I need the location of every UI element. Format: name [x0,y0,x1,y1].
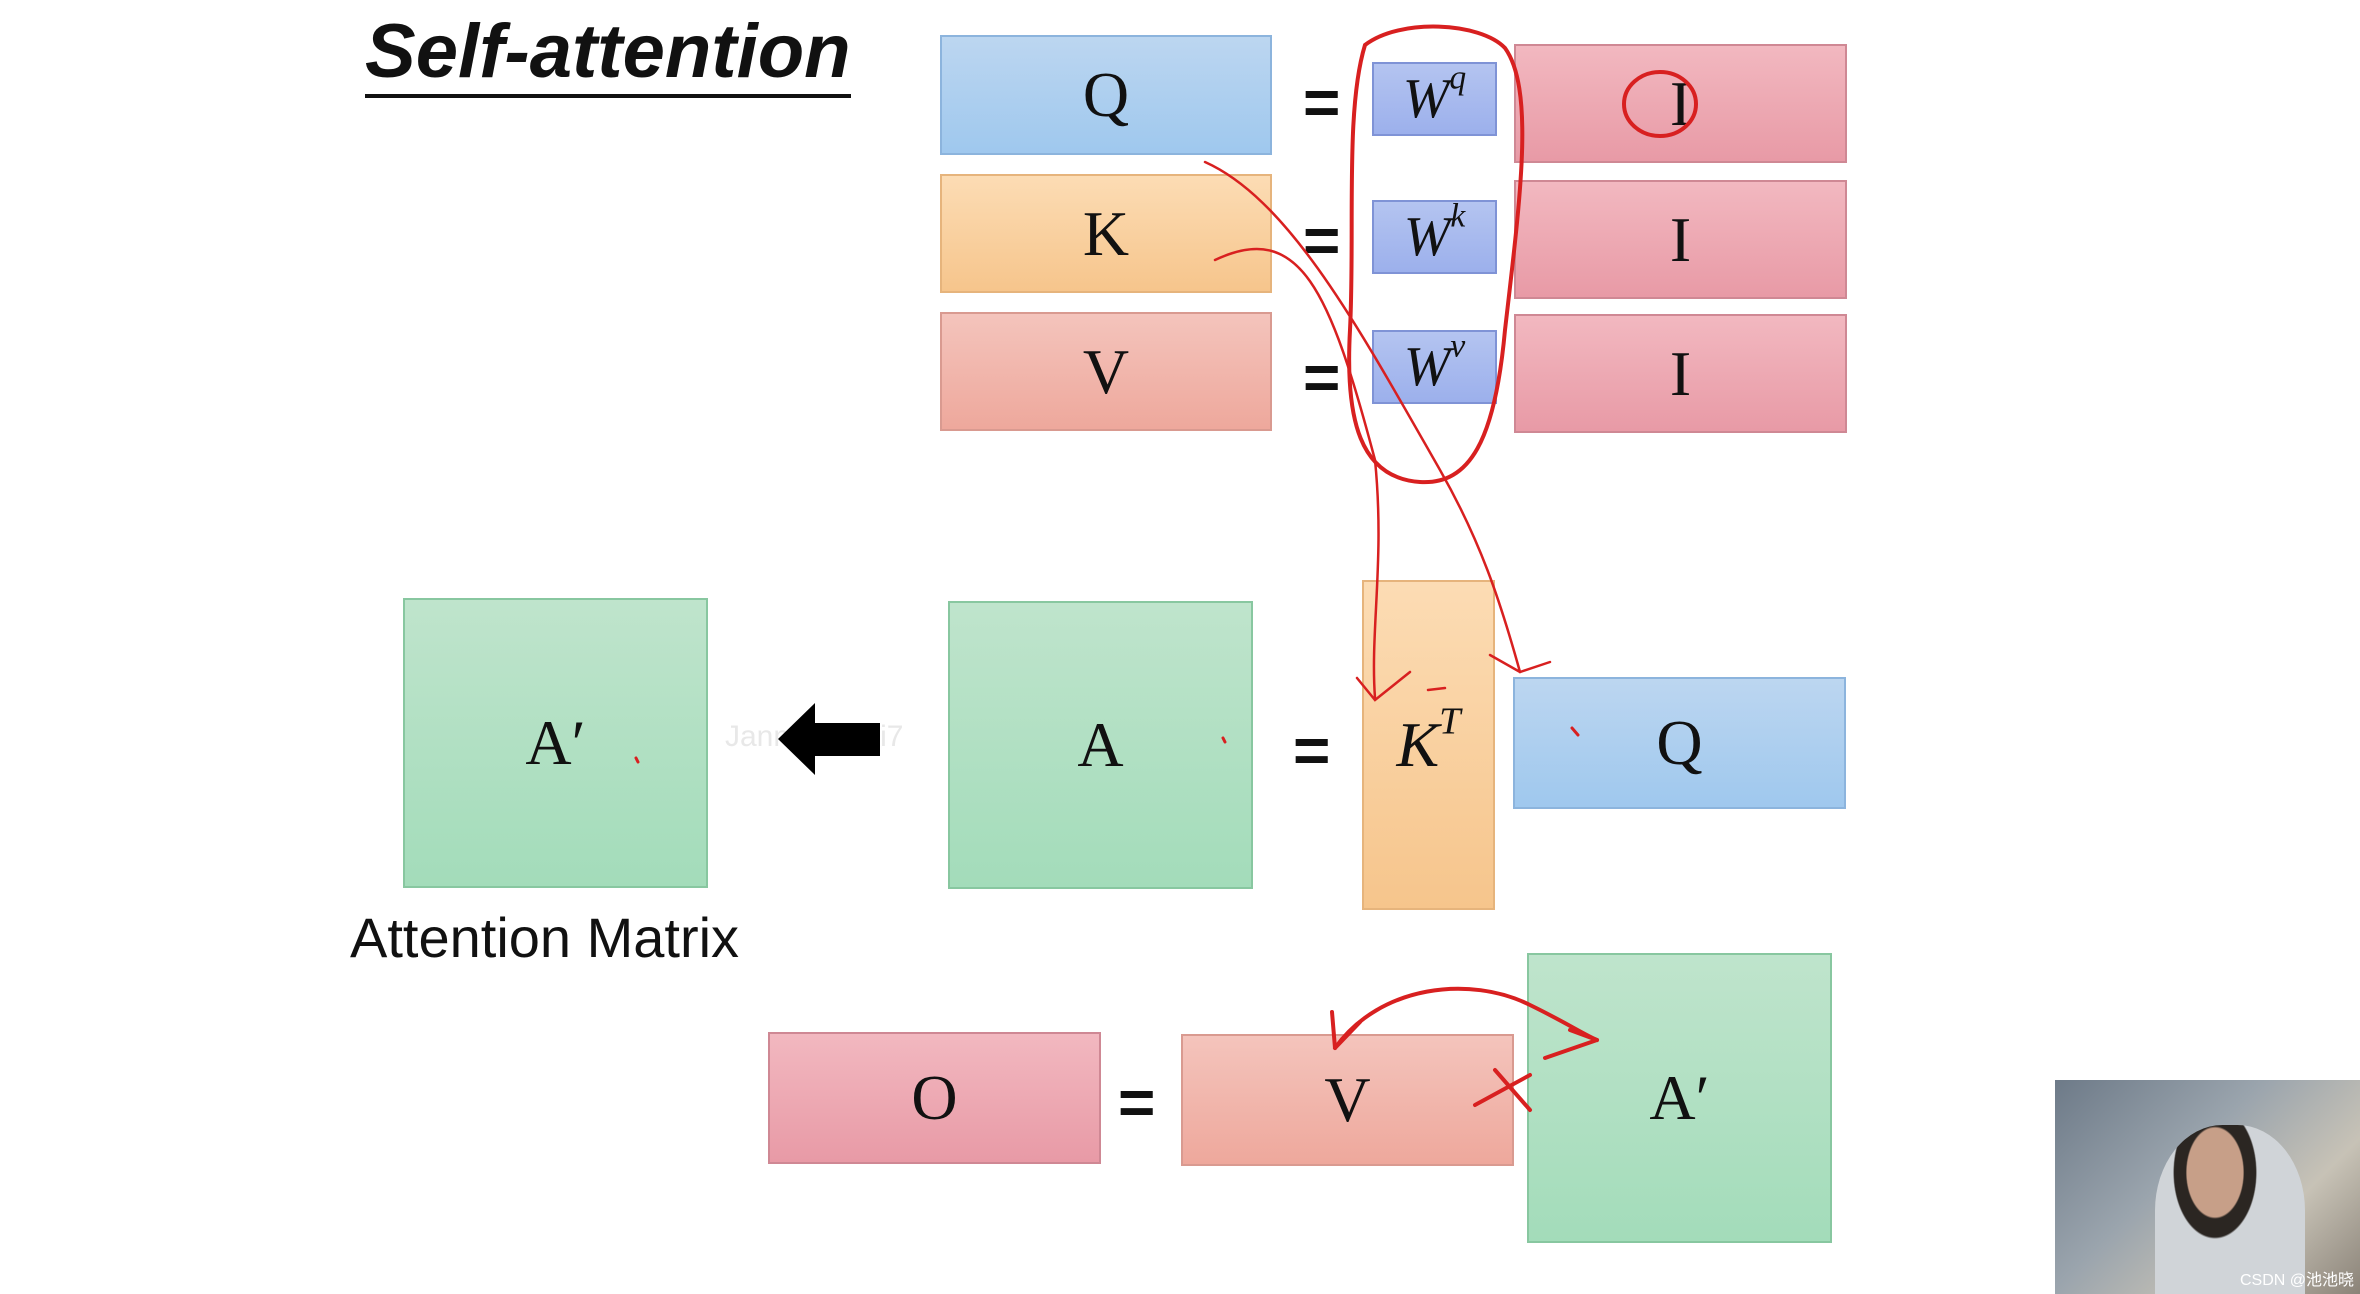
slide-title: Self-attention [365,12,851,98]
wq-label: Wq [1403,67,1466,131]
wv-label: Wv [1404,335,1466,399]
wv-matrix: Wv [1372,330,1497,404]
equals-sign-q: = [1303,70,1340,134]
v-label-output: V [1324,1063,1370,1137]
input-matrix-v: I [1514,314,1847,433]
q-label: Q [1083,58,1129,132]
attention-matrix-caption: Attention Matrix [350,905,739,970]
equals-sign-v: = [1303,345,1340,409]
input-label-q: I [1670,67,1691,141]
webcam-credit: CSDN @池池晓 [2240,1266,2354,1290]
q-matrix: Q [940,35,1272,155]
k-transpose-label: KT [1396,708,1460,782]
wq-matrix: Wq [1372,62,1497,136]
equals-sign-o: = [1118,1070,1155,1134]
input-matrix-k: I [1514,180,1847,299]
input-label-v: I [1670,337,1691,411]
input-matrix-q: I [1514,44,1847,163]
wk-label: Wk [1404,205,1466,269]
k-transpose-matrix: KT [1362,580,1495,910]
q-label-attention: Q [1656,706,1702,780]
k-label: K [1083,197,1129,271]
wk-matrix: Wk [1372,200,1497,274]
input-label-k: I [1670,203,1691,277]
a-prime-matrix-output: A′ [1527,953,1832,1243]
a-prime-label: A′ [525,706,585,780]
o-label: O [911,1061,957,1135]
k-matrix: K [940,174,1272,293]
v-matrix: V [940,312,1272,431]
o-matrix: O [768,1032,1101,1164]
equals-sign-k: = [1303,208,1340,272]
webcam-overlay: CSDN @池池晓 [2055,1080,2360,1294]
a-prime-matrix: A′ [403,598,708,888]
q-arrowhead-annotation [1490,655,1550,672]
a-label: A [1077,708,1123,782]
a-prime-label-output: A′ [1649,1061,1709,1135]
equals-sign-a: = [1293,718,1330,782]
v-label: V [1083,335,1129,409]
watermark: Janmeegxui7 [725,720,903,754]
a-matrix: A [948,601,1253,889]
q-matrix-attention: Q [1513,677,1846,809]
v-matrix-output: V [1181,1034,1514,1166]
